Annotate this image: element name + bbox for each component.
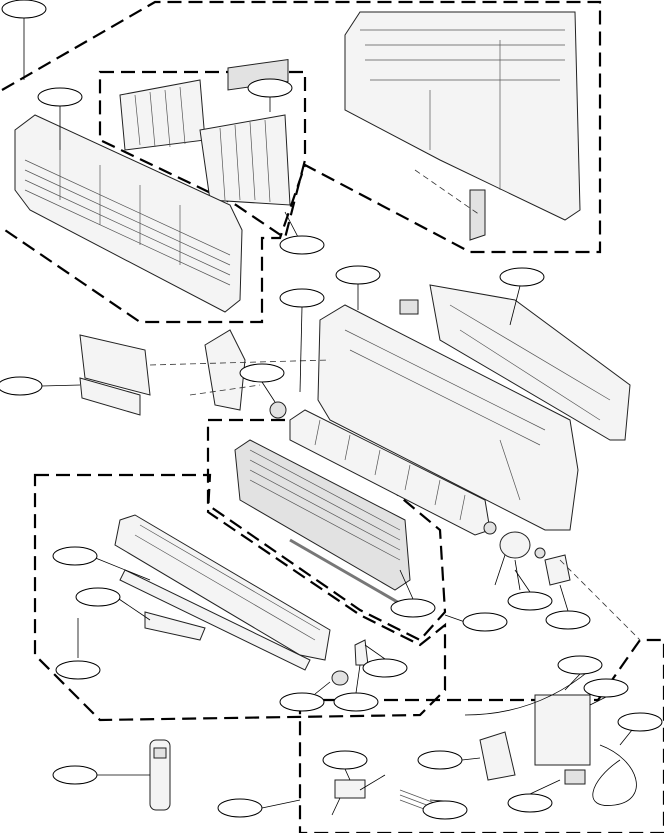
callout-bubble bbox=[422, 800, 468, 820]
leader-lines bbox=[23, 17, 633, 809]
callout-bubble bbox=[333, 692, 379, 712]
callout-bubble bbox=[1, 0, 47, 19]
callout-bubble bbox=[322, 750, 368, 770]
callout-bubble bbox=[545, 610, 591, 630]
callout-bubble bbox=[279, 288, 325, 308]
callout-bubble bbox=[52, 546, 98, 566]
parts bbox=[14, 11, 641, 816]
callout-bubble bbox=[75, 587, 121, 607]
electrical-parts bbox=[331, 669, 637, 816]
callout-bubble bbox=[55, 660, 101, 680]
callout-bubble bbox=[557, 655, 603, 675]
callout-bubble bbox=[583, 678, 629, 698]
cross-flow-fan-part bbox=[269, 401, 497, 536]
drain-pan-part bbox=[114, 514, 369, 686]
front-grille-part bbox=[14, 114, 243, 313]
electrical-group-boundary bbox=[298, 638, 664, 833]
callout-bubble bbox=[217, 798, 263, 818]
control-bracket-part bbox=[79, 329, 246, 416]
main-chassis-part bbox=[317, 284, 631, 531]
callout-bubble bbox=[390, 598, 436, 618]
callout-bubble bbox=[279, 692, 325, 712]
callout-bubble bbox=[362, 658, 408, 678]
callout-bubble bbox=[0, 376, 43, 396]
callout-bubble bbox=[239, 363, 285, 383]
callout-bubble bbox=[37, 87, 83, 107]
callout-bubble bbox=[417, 750, 463, 770]
callout-bubble bbox=[499, 267, 545, 287]
rear-cabinet-part bbox=[344, 11, 581, 241]
remote-control-part bbox=[149, 739, 171, 811]
callout-bubble bbox=[247, 78, 293, 98]
callout-bubble bbox=[507, 793, 553, 813]
front-panel-group-boundary bbox=[1, 0, 602, 324]
base-group-boundary bbox=[33, 473, 447, 722]
callout-bubble bbox=[335, 265, 381, 285]
callout-bubble bbox=[617, 712, 663, 732]
callout-bubble bbox=[507, 591, 553, 611]
callout-bubble bbox=[279, 235, 325, 255]
fan-motor-part bbox=[494, 531, 571, 591]
callout-bubble bbox=[462, 612, 508, 632]
assembly-guide-lines bbox=[149, 169, 641, 641]
air-filter-part bbox=[119, 58, 291, 206]
callout-bubble bbox=[52, 765, 98, 785]
